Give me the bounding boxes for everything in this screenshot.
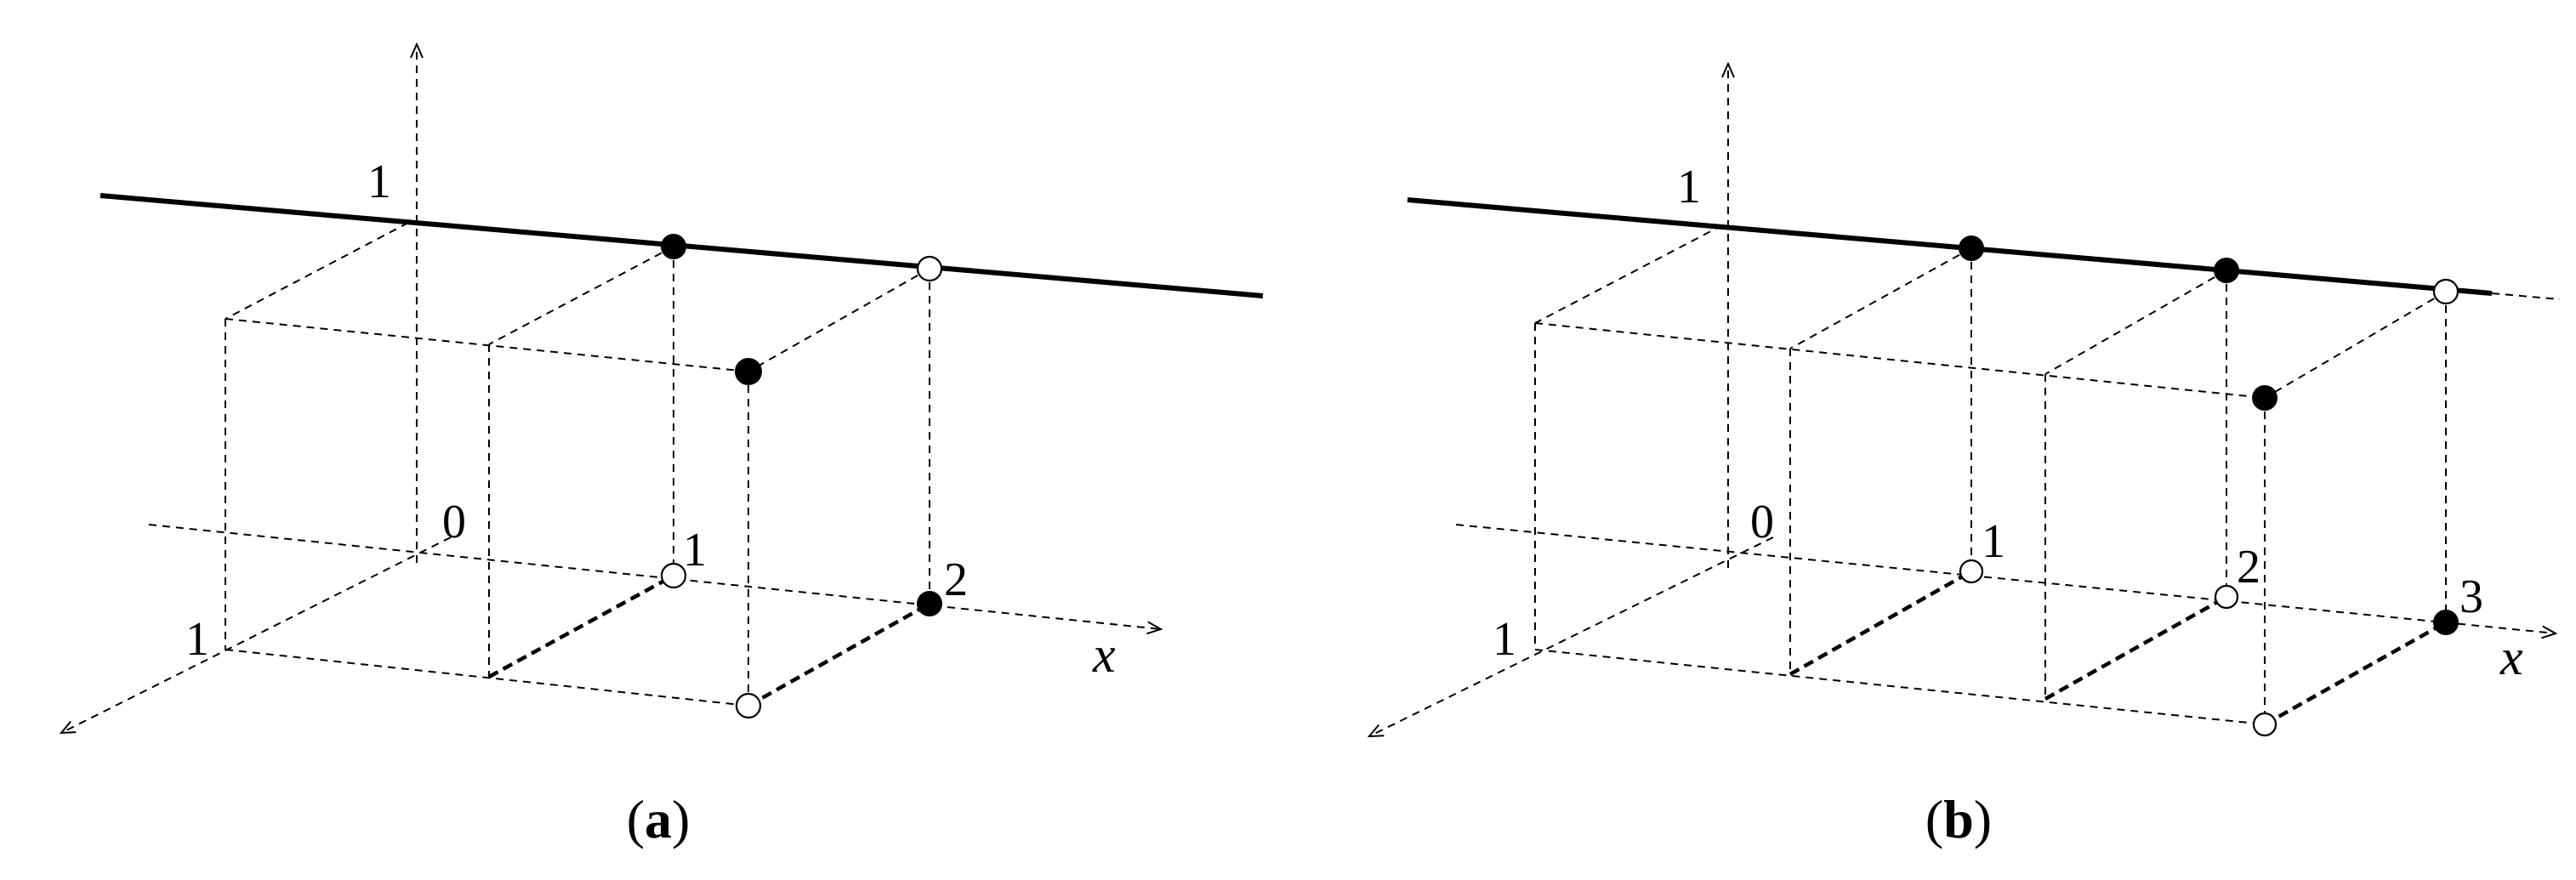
tick-x-2: 2 [944,554,968,606]
x-axis [148,524,1161,629]
point-bottom-front-x1 [735,692,762,719]
cube-frame [1534,224,2447,725]
tick-x-2: 2 [2237,541,2260,593]
point-line-x3 [2432,278,2459,305]
tick-z-1: 1 [185,613,209,666]
axis-label-x: x [2499,629,2523,685]
caption-a: (a) [627,789,691,849]
solid-line [1407,197,2493,296]
point-axis-x3 [2433,610,2459,635]
point-axis-x2 [2214,584,2239,610]
z-axis [1369,537,1774,736]
bold-edge-2 [2044,595,2228,701]
axis-label-x: x [1092,627,1116,683]
point-line-x2 [2214,258,2239,283]
panel-a: 1 0 1 2 1 x (a) [61,44,1264,849]
bold-edge-1 [1788,570,1973,676]
point-line-x1 [1959,236,1984,261]
tick-x-1: 1 [1982,515,2005,568]
tick-z-1: 1 [1493,613,1516,666]
point-line-x2 [916,255,943,282]
tick-x-1: 1 [683,524,707,576]
tick-x-3: 3 [2459,571,2483,623]
point-top-front-x2 [2252,385,2277,411]
point-axis-x1 [1959,559,1984,584]
point-top-front-x1 [735,358,762,385]
line-continuation [2491,292,2561,300]
x-axis [1455,524,2556,633]
point-axis-x1 [660,562,687,589]
point-line-x1 [661,234,686,259]
tick-origin: 0 [1750,496,1774,548]
panel-b: 1 0 1 2 3 1 x (b) [1369,64,2561,849]
point-bottom-front-x2 [2252,712,2277,737]
bold-edge-2 [747,602,931,707]
tick-origin: 0 [442,496,466,548]
cube-frame [225,222,930,707]
tick-y-1: 1 [1677,161,1701,213]
caption-b: (b) [1925,789,1992,849]
bold-edge-3 [2263,621,2448,726]
bold-edge-1 [487,574,675,678]
point-axis-x2 [917,591,942,616]
z-axis [61,537,452,733]
tick-y-1: 1 [367,156,391,208]
